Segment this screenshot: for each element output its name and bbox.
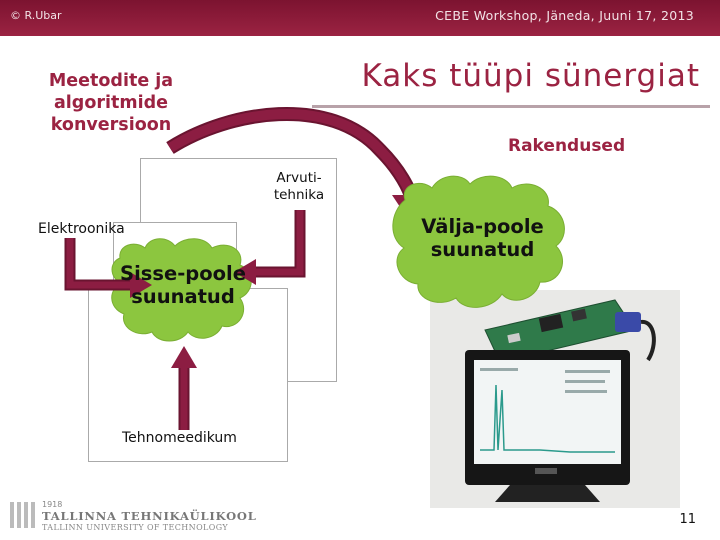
electronics-label: Elektroonika [38,221,125,237]
university-logo-icon [10,502,35,528]
outward-blob [392,175,565,308]
author-label: © R.Ubar [10,9,62,22]
slide-title: Kaks tüüpi sünergiat [361,58,700,94]
logo-name-en: TALLINN UNIVERSITY OF TECHNOLOGY [42,523,229,532]
micro-label: Tehnomeedikum [122,430,237,446]
page-number: 11 [679,512,696,527]
header-bar [0,0,720,36]
logo-year: 1918 [42,500,63,509]
computer-arrow [252,210,306,278]
inward-blob [111,238,252,342]
logo-name: TALLINNA TEHNIKAÜLIKOOL [42,509,257,523]
inward-blob-label: Sisse-poole suunatud [120,262,246,308]
applications-label: Rakendused [508,136,626,156]
event-label: CEBE Workshop, Jäneda, Juuni 17, 2013 [435,8,694,23]
outward-blob-label: Välja-poole suunatud [421,215,544,261]
computer-tech-label: Arvuti-tehnika [273,170,325,203]
title-underline [312,105,710,108]
device-image [430,290,680,508]
methods-label: Meetodite ja algoritmide konversioon [48,71,174,135]
